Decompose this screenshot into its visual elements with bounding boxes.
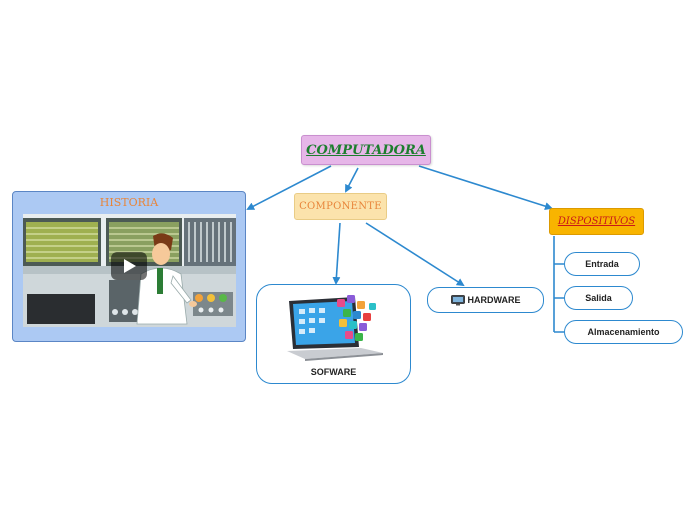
root-node-computadora[interactable]: COMPUTADORA xyxy=(301,135,431,165)
computer-history-illustration xyxy=(23,214,236,327)
historia-node[interactable]: HISTORIA xyxy=(12,191,246,342)
link-componente-software xyxy=(332,222,341,285)
link-root-historia xyxy=(246,165,332,210)
hardware-node[interactable]: HARDWARE xyxy=(427,287,544,313)
laptop-apps-icon xyxy=(287,295,383,361)
componente-label: COMPONENTE xyxy=(299,201,382,212)
link-root-componente xyxy=(345,167,359,193)
link-dispositivos-items xyxy=(553,236,564,333)
historia-title: HISTORIA xyxy=(99,196,159,209)
software-label: SOFWARE xyxy=(310,367,357,377)
dispositivos-node[interactable]: DISPOSITIVOS xyxy=(549,208,644,235)
dispositivo-salida[interactable]: Salida xyxy=(564,286,633,310)
dispositivo-entrada[interactable]: Entrada xyxy=(564,252,640,276)
entrada-label: Entrada xyxy=(585,259,619,269)
monitor-icon xyxy=(450,294,465,305)
salida-label: Salida xyxy=(585,293,612,303)
software-node[interactable]: SOFWARE xyxy=(256,284,411,384)
link-componente-hardware xyxy=(365,222,465,287)
hardware-label: HARDWARE xyxy=(467,295,521,305)
dispositivos-label: DISPOSITIVOS xyxy=(557,216,636,227)
root-label: COMPUTADORA xyxy=(306,142,426,158)
link-root-dispositivos xyxy=(418,165,553,210)
historia-video-thumbnail[interactable] xyxy=(23,214,236,327)
almacenamiento-label: Almacenamiento xyxy=(587,327,660,337)
componente-node[interactable]: COMPONENTE xyxy=(294,193,387,220)
dispositivo-almacenamiento[interactable]: Almacenamiento xyxy=(564,320,683,344)
